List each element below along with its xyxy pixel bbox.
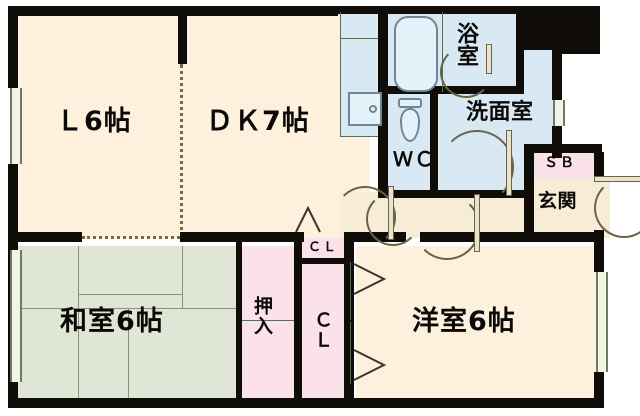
yoshitsu-door-arc[interactable] bbox=[414, 194, 480, 260]
oshiire-sliding-door-line[interactable] bbox=[242, 320, 294, 321]
wall-oshiire-cl bbox=[294, 242, 302, 404]
storage-fill-oshiire bbox=[242, 246, 298, 404]
wall-top-right bbox=[336, 6, 526, 14]
kitchen-counter-bottom bbox=[340, 136, 386, 137]
room-label-genkan: 玄関 bbox=[538, 190, 578, 212]
cl-folding-door-lower-icon[interactable] bbox=[352, 348, 386, 382]
bathtub-icon bbox=[394, 16, 438, 92]
window-washroom bbox=[553, 100, 565, 126]
entrance-door-leaf[interactable] bbox=[594, 176, 640, 182]
wall-sb-top bbox=[524, 144, 602, 153]
wall-left-top bbox=[8, 6, 18, 88]
wall-left-mid bbox=[8, 164, 18, 242]
toilet-tank-icon bbox=[398, 98, 422, 108]
wall-bottom bbox=[8, 398, 604, 408]
partition-living-washitsu bbox=[82, 236, 180, 239]
storage-label-cl-main: ＣＬ bbox=[311, 310, 333, 350]
room-label-yoshitsu: 洋室6帖 bbox=[412, 306, 516, 337]
window-living-left bbox=[10, 88, 22, 164]
wall-top bbox=[8, 6, 338, 16]
storage-label-oshiire: 押入 bbox=[251, 296, 273, 336]
tatami-mat-line bbox=[78, 246, 79, 404]
washroom-door-arc[interactable] bbox=[440, 130, 514, 204]
wall-left-bottom bbox=[8, 382, 18, 408]
window-yoshitsu-right bbox=[596, 272, 608, 372]
bath-door-leaf[interactable] bbox=[486, 44, 492, 74]
storage-fill-cl-main bbox=[300, 262, 344, 404]
wall-dk-wc bbox=[378, 94, 388, 198]
wall-notch-top-right bbox=[520, 6, 600, 50]
wall-living-bottom-a bbox=[14, 232, 82, 242]
entrance-door-arc[interactable] bbox=[594, 178, 640, 238]
wall-bath-right bbox=[516, 6, 524, 94]
wall-genkan-left bbox=[524, 144, 534, 238]
wall-cl-right bbox=[344, 238, 354, 404]
room-fill-living-dk bbox=[14, 12, 370, 238]
room-label-washitsu: 和室6帖 bbox=[60, 306, 164, 337]
partition-living-dk bbox=[180, 64, 183, 238]
storage-label-sb: ＳＢ bbox=[544, 155, 576, 171]
washroom-door-leaf[interactable] bbox=[506, 130, 512, 196]
dk-hall-door-arc[interactable] bbox=[366, 192, 420, 246]
cl-door-line-lower bbox=[350, 322, 351, 384]
tatami-mat-line bbox=[182, 246, 183, 308]
room-label-bath: 浴室 bbox=[453, 22, 478, 67]
wall-washitsu-oshiire bbox=[236, 242, 242, 404]
wall-genkan-right-upper bbox=[594, 152, 604, 178]
wall-notch-step bbox=[552, 44, 600, 54]
cl-folding-door-upper-icon[interactable] bbox=[352, 262, 386, 296]
wall-dk-bottom bbox=[180, 232, 304, 242]
kitchen-counter-edge bbox=[340, 12, 341, 136]
tatami-mat-line bbox=[182, 308, 242, 309]
room-label-living: Ｌ6帖 bbox=[56, 106, 132, 137]
wall-right-upper bbox=[552, 44, 562, 100]
tatami-mat-line bbox=[78, 294, 182, 295]
toilet-bowl-icon bbox=[400, 108, 420, 142]
bath-door-arc[interactable] bbox=[440, 46, 492, 98]
storage-fill-sb bbox=[536, 152, 596, 178]
cl-door-line-upper bbox=[350, 262, 351, 320]
window-washitsu-left bbox=[10, 250, 22, 382]
room-fill-yoshitsu bbox=[356, 246, 602, 404]
kitchen-counter-line bbox=[340, 38, 386, 39]
wall-right-lower-top bbox=[594, 238, 604, 272]
wall-right-lower-bottom bbox=[594, 372, 604, 406]
yoshitsu-door-leaf[interactable] bbox=[474, 194, 480, 252]
tatami-mat-line bbox=[128, 308, 129, 404]
wall-dk-bath bbox=[378, 6, 388, 94]
wall-living-dk-stub bbox=[178, 12, 187, 64]
wall-hall-bottom-b bbox=[420, 232, 602, 242]
bath-edge-line bbox=[442, 12, 443, 92]
room-label-wc: ＷＣ bbox=[393, 147, 435, 171]
faucet-icon bbox=[369, 105, 377, 113]
wall-wc-washroom bbox=[430, 94, 438, 198]
room-label-washroom: 洗面室 bbox=[466, 100, 534, 125]
wall-cl-top-divider bbox=[300, 258, 346, 264]
cl-top-folding-door-icon[interactable] bbox=[294, 206, 322, 234]
storage-label-cl-top: ＣＬ bbox=[308, 240, 339, 255]
room-label-dk: ＤＫ7帖 bbox=[206, 106, 310, 137]
kitchen-sink-icon bbox=[348, 92, 382, 126]
wall-right-upper2 bbox=[552, 126, 562, 158]
